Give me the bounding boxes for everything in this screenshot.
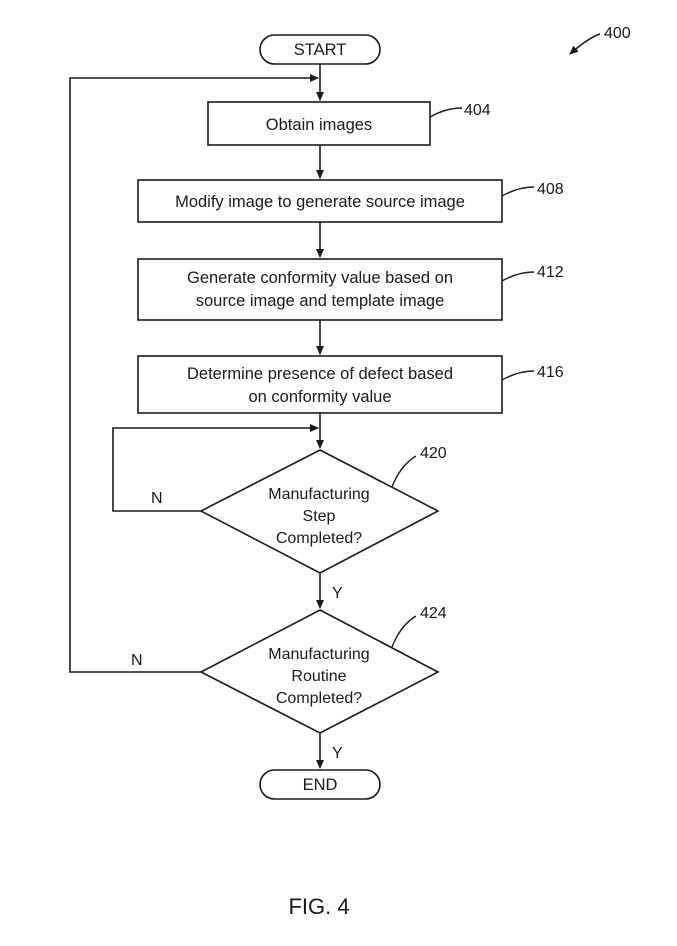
- end-terminal: END: [259, 769, 381, 800]
- ref-leader-416: [501, 370, 535, 381]
- decision-420-line-2: Step: [303, 508, 336, 525]
- decision-diamond-420: Manufacturing Step Completed?: [199, 449, 440, 574]
- decision-420-line-3: Completed?: [276, 530, 362, 547]
- process-412-line-2: source image and template image: [196, 292, 445, 310]
- process-408-line-1: Modify image to generate source image: [175, 193, 465, 211]
- ref-label-416: 416: [537, 364, 564, 381]
- decision-424-line-1: Manufacturing: [268, 646, 369, 663]
- figure-caption: FIG. 4: [288, 894, 349, 919]
- decision-diamond-424: Manufacturing Routine Completed?: [199, 609, 440, 734]
- ref-leader-424: [391, 615, 417, 648]
- ref-label-424: 424: [420, 605, 447, 622]
- process-404-line-1: Obtain images: [266, 116, 372, 134]
- decision-424-line-3: Completed?: [276, 690, 362, 707]
- figure-ref-arrow: [569, 33, 601, 55]
- decision-420-line-1: Manufacturing: [268, 486, 369, 503]
- start-label: START: [294, 41, 347, 59]
- edge-label-420-yes: Y: [332, 585, 343, 602]
- edge-424-no-loop: [69, 74, 319, 673]
- process-box-412: Generate conformity value based on sourc…: [137, 258, 503, 321]
- ref-label-408: 408: [537, 181, 564, 198]
- process-box-416: Determine presence of defect based on co…: [137, 355, 503, 414]
- ref-label-404: 404: [464, 102, 491, 119]
- edge-420-no-loop: [112, 424, 319, 512]
- edge-label-424-yes: Y: [332, 745, 343, 762]
- ref-leader-412: [501, 271, 535, 282]
- ref-leader-408: [501, 186, 535, 197]
- ref-leader-420: [391, 455, 417, 488]
- process-box-404: Obtain images: [207, 101, 431, 146]
- end-label: END: [303, 776, 338, 794]
- figure-ref-label: 400: [604, 25, 631, 42]
- ref-label-412: 412: [537, 264, 564, 281]
- edge-label-424-no: N: [131, 652, 143, 669]
- process-416-line-1: Determine presence of defect based: [187, 365, 453, 383]
- process-416-line-2: on conformity value: [248, 388, 391, 406]
- start-terminal: START: [259, 34, 381, 65]
- edge-label-420-no: N: [151, 490, 163, 507]
- process-412-line-1: Generate conformity value based on: [187, 269, 453, 287]
- ref-leader-404: [429, 107, 463, 118]
- decision-424-line-2: Routine: [291, 668, 346, 685]
- process-box-408: Modify image to generate source image: [137, 179, 503, 223]
- ref-label-420: 420: [420, 445, 447, 462]
